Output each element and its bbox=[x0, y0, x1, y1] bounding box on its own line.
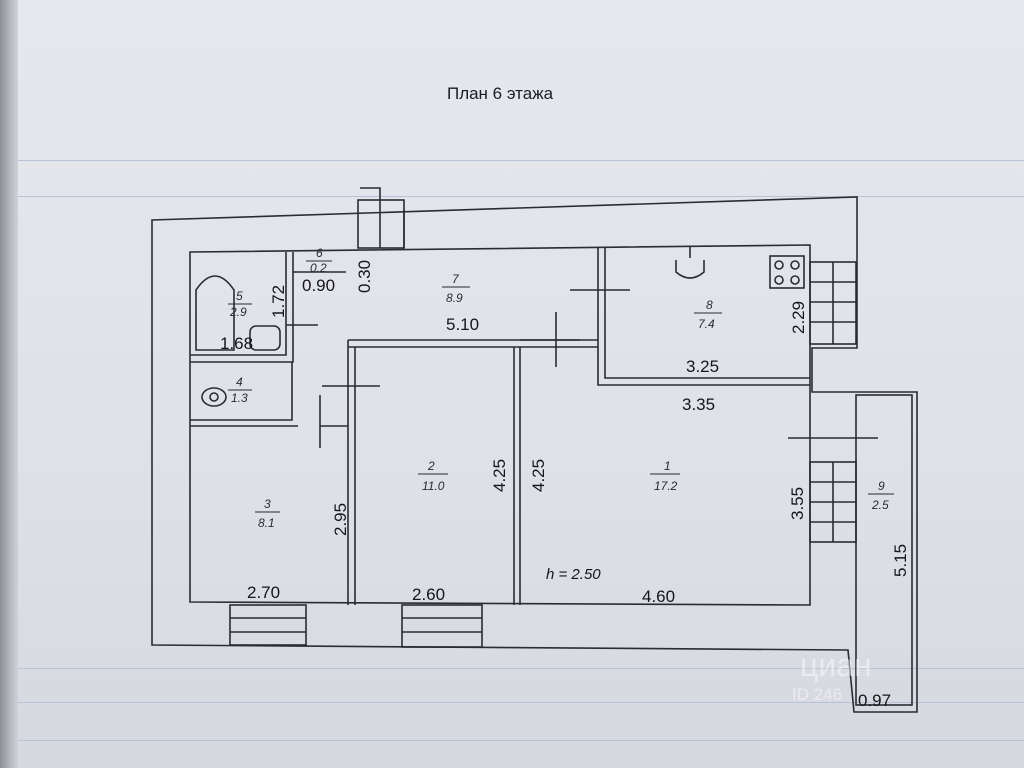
dim-label: 0.30 bbox=[355, 260, 374, 293]
room-label-3: 38.1 bbox=[255, 497, 280, 530]
svg-text:2: 2 bbox=[427, 459, 435, 473]
binding-edge bbox=[0, 0, 18, 768]
dim-label: 2.70 bbox=[247, 583, 280, 602]
room-label-4: 41.3 bbox=[228, 375, 252, 405]
sink-icon bbox=[675, 260, 705, 279]
dim-label: 4.25 bbox=[529, 459, 548, 492]
svg-text:7.4: 7.4 bbox=[698, 317, 715, 331]
dim-label: 3.55 bbox=[788, 487, 807, 520]
room-label-6: 60.2 bbox=[306, 246, 332, 275]
svg-text:7: 7 bbox=[452, 272, 460, 286]
window bbox=[401, 604, 483, 648]
svg-text:8.9: 8.9 bbox=[446, 291, 463, 305]
dim-label: 4.60 bbox=[642, 587, 675, 606]
kitchen-wall bbox=[597, 247, 810, 386]
room-label-9: 92.5 bbox=[868, 479, 894, 512]
watermark-id: ID 246 bbox=[792, 685, 842, 704]
dim-label: 3.25 bbox=[686, 357, 719, 376]
room-label-1: 117.2 bbox=[650, 459, 680, 493]
svg-text:1: 1 bbox=[664, 459, 671, 473]
outer-wall bbox=[151, 196, 918, 713]
dim-label: 2.60 bbox=[412, 585, 445, 604]
svg-text:9: 9 bbox=[878, 479, 885, 493]
watermark: циан ID 246 bbox=[792, 647, 872, 704]
balcony bbox=[855, 394, 913, 706]
dim-label: 2.95 bbox=[331, 503, 350, 536]
toilet-icon bbox=[201, 387, 227, 407]
dim-label: 3.35 bbox=[682, 395, 715, 414]
svg-text:5: 5 bbox=[236, 289, 243, 303]
dim-label: 5.15 bbox=[891, 544, 910, 577]
room-label-7: 78.9 bbox=[442, 272, 470, 305]
svg-text:2.5: 2.5 bbox=[871, 498, 889, 512]
svg-text:8: 8 bbox=[706, 298, 713, 312]
dim-label: 4.25 bbox=[490, 459, 509, 492]
window bbox=[357, 199, 405, 249]
plan-title: План 6 этажа bbox=[446, 84, 554, 103]
dim-label: 1.72 bbox=[269, 285, 288, 318]
dim-label: 1.68 bbox=[220, 334, 253, 353]
svg-text:0.2: 0.2 bbox=[310, 261, 327, 275]
dim-label: 5.10 bbox=[446, 315, 479, 334]
dim-label: 0.97 bbox=[858, 691, 891, 710]
dim-label: 0.90 bbox=[302, 276, 335, 295]
svg-text:8.1: 8.1 bbox=[258, 516, 275, 530]
svg-text:4: 4 bbox=[236, 375, 243, 389]
room-label-2: 211.0 bbox=[418, 459, 448, 493]
stove-icon bbox=[769, 255, 805, 289]
inner-wall bbox=[189, 244, 811, 606]
ceiling-height: h = 2.50 bbox=[546, 566, 601, 583]
window bbox=[229, 604, 307, 646]
svg-text:2.9: 2.9 bbox=[229, 305, 247, 319]
svg-text:1.3: 1.3 bbox=[231, 391, 248, 405]
bathtub-icon bbox=[195, 275, 235, 351]
room-label-8: 87.4 bbox=[694, 298, 722, 331]
svg-text:11.0: 11.0 bbox=[422, 479, 445, 493]
room-label-5: 52.9 bbox=[228, 289, 252, 319]
dim-label: 2.29 bbox=[789, 301, 808, 334]
svg-text:6: 6 bbox=[316, 246, 323, 260]
svg-text:3: 3 bbox=[264, 497, 271, 511]
watermark-brand: циан bbox=[800, 647, 872, 683]
svg-text:17.2: 17.2 bbox=[654, 479, 678, 493]
